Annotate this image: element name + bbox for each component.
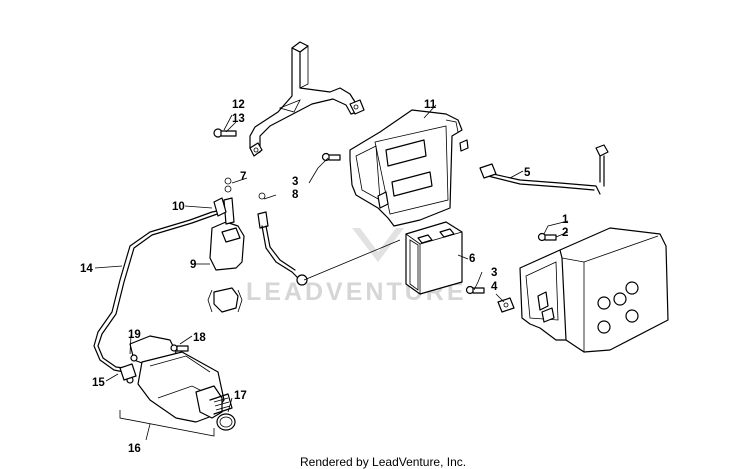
callout-4: 4 [491,281,498,293]
callout-15: 15 [92,377,105,389]
bolt-12 [213,128,237,138]
mounting-bracket [249,41,365,157]
leader-16 [145,423,151,441]
battery [405,221,463,295]
starter-cable [93,197,227,373]
callout-9: 9 [190,259,196,271]
callout-3-upper: 3 [292,176,298,188]
callout-7: 7 [240,171,246,183]
callout-11: 11 [424,99,437,111]
callout-3-lower: 3 [491,267,497,279]
fuse-box [519,227,669,353]
bolt-3-upper [321,152,341,162]
callout-6: 6 [469,253,475,265]
o-ring-17 [216,413,236,431]
callout-2: 2 [562,227,568,239]
relay-wire-8 [257,192,308,286]
callout-16: 16 [128,443,141,455]
battery-tray [349,109,469,227]
callout-1: 1 [562,214,569,226]
watermark-logo [352,228,404,262]
nut-4 [497,297,515,313]
callout-8: 8 [292,189,299,201]
starter-relay [207,177,245,313]
group-bracket-16 [119,410,215,437]
callout-13: 13 [232,113,245,125]
footer-credit: Rendered by LeadVenture, Inc. [300,455,466,469]
bolt-1 [537,232,557,242]
battery-cable [479,144,609,195]
callout-19: 19 [128,329,141,341]
callout-5: 5 [524,167,531,179]
bolt-18 [170,344,189,352]
starter-motor [119,335,233,423]
callout-12: 12 [232,99,245,111]
callout-18: 18 [193,332,206,344]
bolt-3-lower [465,285,485,295]
callout-14: 14 [80,263,93,275]
callout-17: 17 [234,390,247,402]
callouts: 1 2 3 3 4 5 6 7 8 9 10 11 12 13 14 15 16… [80,99,569,455]
callout-10: 10 [172,201,185,213]
leader-lines [94,104,569,413]
